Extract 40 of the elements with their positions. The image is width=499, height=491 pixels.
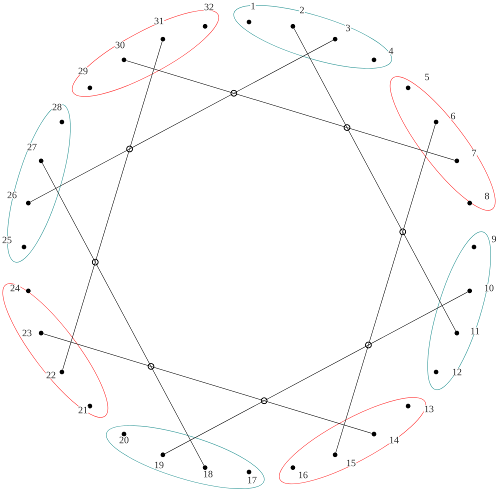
point-label: 10 — [484, 284, 494, 292]
point-label: 5 — [424, 73, 430, 81]
point-label: 16 — [298, 471, 308, 479]
point-label: 6 — [450, 112, 456, 120]
line — [126, 60, 455, 160]
point-label: 17 — [246, 476, 258, 484]
line — [30, 40, 334, 202]
point-label: 18 — [202, 470, 214, 478]
point-label: 1 — [250, 2, 256, 10]
line — [62, 41, 162, 370]
point-label: 13 — [424, 405, 434, 413]
line — [164, 292, 468, 454]
line — [336, 124, 436, 453]
point-label: 9 — [491, 235, 497, 243]
point-label: 32 — [204, 3, 214, 11]
point-label: 14 — [388, 436, 400, 444]
point-label: 7 — [471, 149, 477, 157]
point-label: 20 — [118, 436, 130, 444]
point-label: 8 — [484, 192, 490, 200]
point-label: 12 — [452, 368, 462, 376]
line — [294, 28, 456, 332]
point-label: 11 — [470, 327, 480, 335]
point-label: 30 — [114, 41, 126, 49]
point-label: 19 — [154, 461, 164, 469]
point-label: 21 — [78, 406, 88, 414]
point-label: 15 — [346, 459, 356, 467]
point-label: 29 — [78, 67, 88, 75]
point-label: 25 — [2, 236, 12, 244]
point-label: 27 — [26, 143, 38, 151]
line — [43, 334, 372, 434]
point-label: 26 — [6, 191, 18, 199]
point-label: 31 — [154, 17, 164, 25]
point-label: 4 — [388, 47, 394, 55]
line — [42, 162, 204, 466]
point-label: 3 — [345, 24, 351, 32]
point-label: 2 — [299, 6, 305, 14]
point-label: 22 — [46, 371, 56, 379]
point-label: 23 — [22, 329, 32, 337]
point-label: 28 — [52, 103, 62, 111]
point-label: 24 — [10, 284, 20, 292]
